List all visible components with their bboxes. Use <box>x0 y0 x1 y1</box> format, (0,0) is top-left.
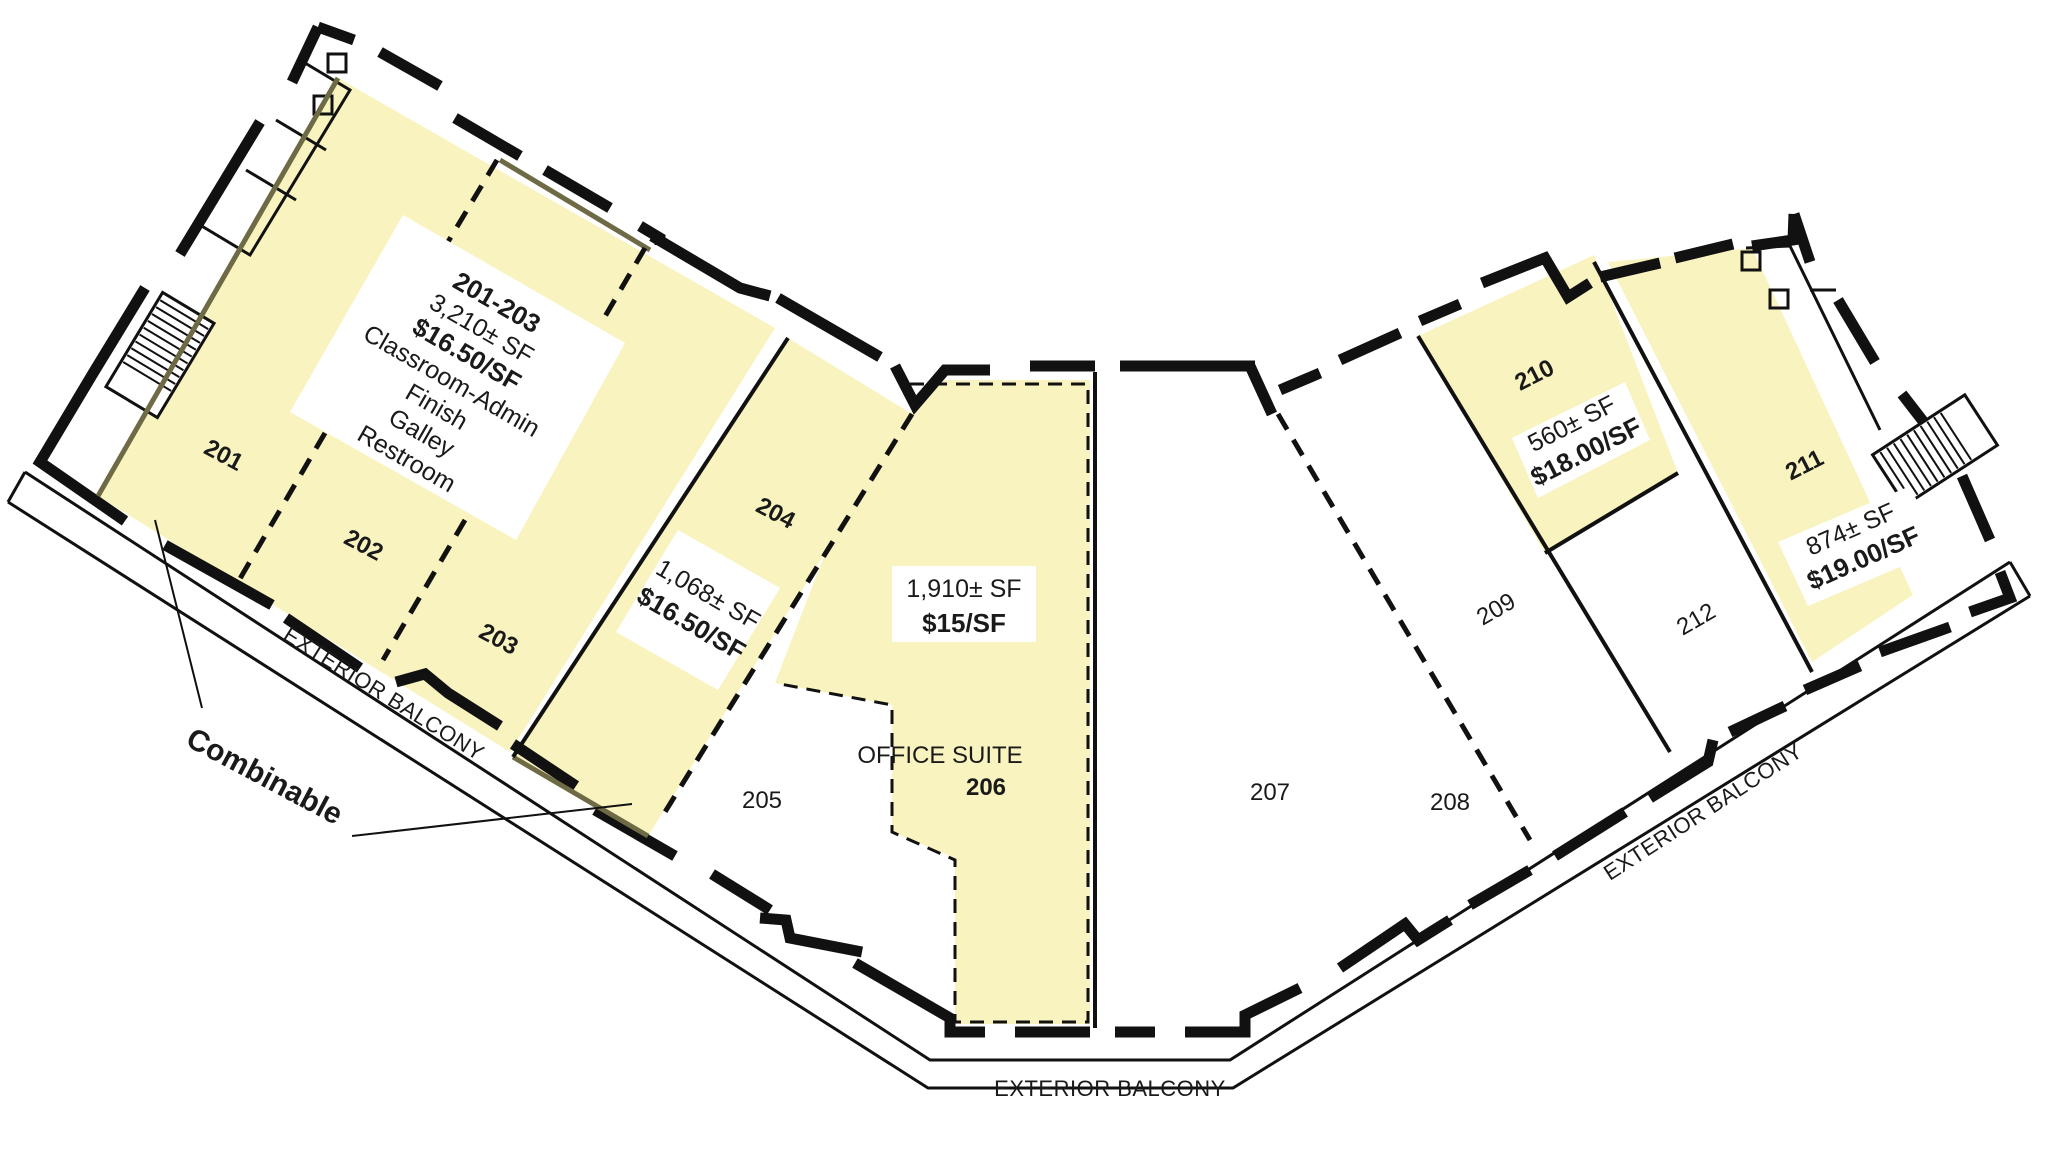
available-areas <box>98 78 1913 1024</box>
balcony-outline-outer <box>7 500 2031 1090</box>
exterior-walls <box>32 21 2018 1038</box>
balcony-end-left <box>6 471 27 503</box>
unit-205: 205 <box>742 787 782 814</box>
combinable-label: Combinable <box>181 722 348 832</box>
interior-walls <box>95 76 1814 1028</box>
restroom-fixtures <box>199 52 1882 431</box>
unit-208: 208 <box>1430 789 1470 816</box>
balcony-bottom-label: EXTERIOR BALCONY <box>994 1076 1226 1101</box>
unit-206: 206 <box>966 774 1006 801</box>
suite-206-price: $15/SF <box>922 608 1006 638</box>
stairs-left <box>103 290 217 420</box>
area-206[interactable] <box>775 380 1090 1024</box>
label-box-201-203: 201-203 3,210± SF $16.50/SF Classroom-Ad… <box>290 215 625 540</box>
unit-207: 207 <box>1250 779 1290 806</box>
stairs-right <box>1870 392 2000 508</box>
suite-206-name: OFFICE SUITE <box>857 742 1022 769</box>
unit-212: 212 <box>1672 598 1720 641</box>
balcony-end-right <box>2008 561 2032 597</box>
area-210[interactable] <box>1418 255 1678 553</box>
suite-206-size: 1,910± SF <box>906 575 1021 603</box>
unit-209: 209 <box>1472 588 1520 631</box>
label-box-206: 1,910± SF $15/SF <box>892 566 1036 642</box>
